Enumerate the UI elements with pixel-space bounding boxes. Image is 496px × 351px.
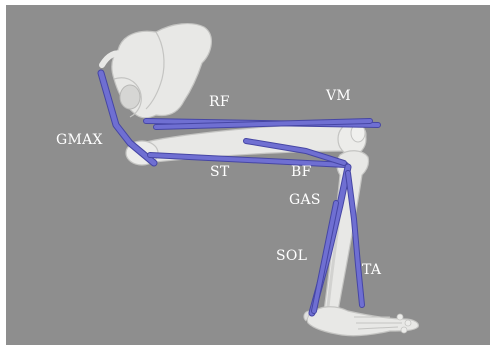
rf-label: RF bbox=[209, 95, 230, 109]
vm-label: VM bbox=[326, 89, 351, 103]
gmax-label: GMAX bbox=[56, 133, 103, 147]
gas-label: GAS bbox=[289, 193, 321, 207]
musculoskeletal-model bbox=[6, 5, 490, 345]
st-label: ST bbox=[210, 165, 230, 179]
foot-bones bbox=[304, 307, 418, 336]
sol-label: SOL bbox=[276, 249, 307, 263]
bf-label: BF bbox=[291, 165, 312, 179]
ta-label: TA bbox=[362, 263, 381, 277]
pelvis-bone bbox=[102, 24, 211, 118]
model-view: RF VM GMAX ST BF GAS SOL TA bbox=[6, 5, 490, 345]
